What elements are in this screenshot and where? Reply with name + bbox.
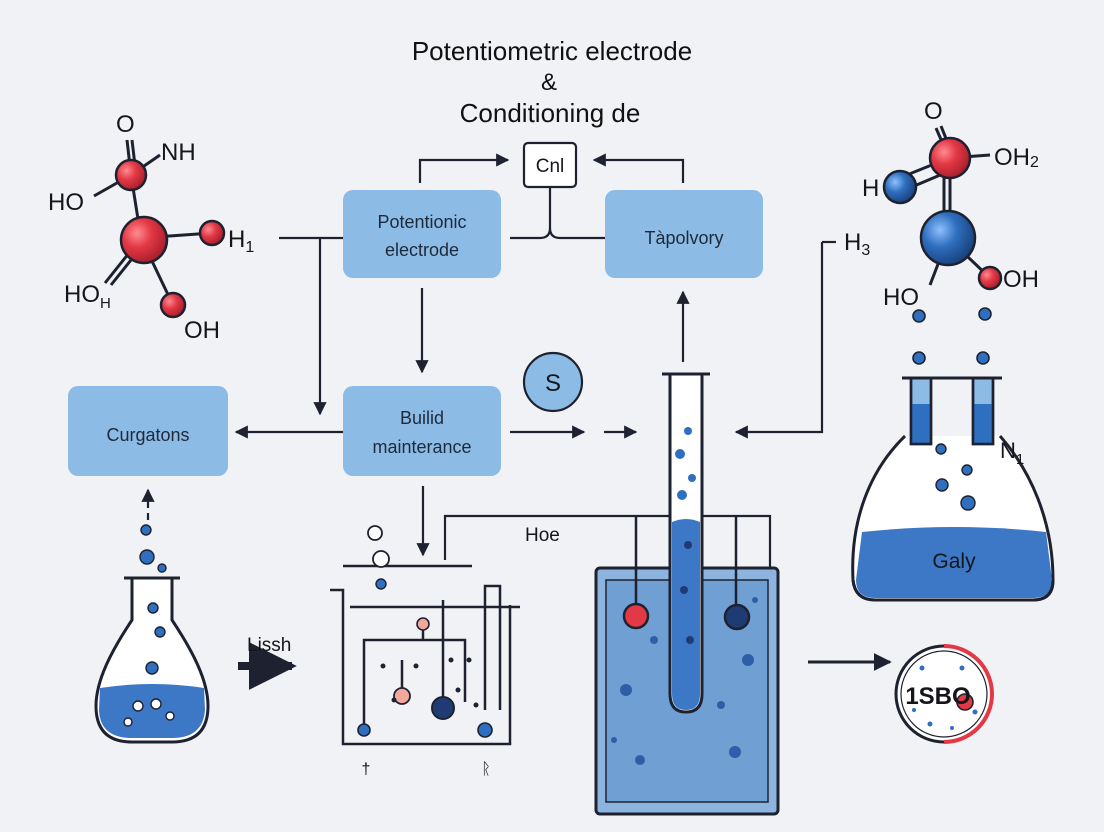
- build-line-2: mainterance: [372, 437, 471, 457]
- s-badge-label: S: [545, 370, 561, 397]
- flow-arrows: [141, 236, 892, 671]
- molecule-right: O OH2 H HO OH: [862, 98, 1039, 365]
- top-connectors: [418, 153, 685, 240]
- hoe-label: Hoe: [525, 525, 560, 546]
- title-line-1: Potentiometric electrode: [412, 36, 692, 66]
- left-atom-oh: OH: [184, 317, 220, 344]
- galy-flask: Galy N1: [851, 376, 1055, 602]
- right-atom-ho: HO: [883, 284, 919, 311]
- left-flask: [94, 524, 210, 744]
- diagram-title: Potentiometric electrode & Conditioning …: [412, 36, 692, 128]
- left-atom-nh: NH: [161, 139, 196, 166]
- beaker-mark-left: †: [362, 761, 371, 778]
- tapolvory-label: Tàpolvory: [644, 228, 723, 248]
- box-curgatons: Curgatons: [68, 386, 228, 476]
- s-badge: S: [522, 351, 584, 413]
- lissh-label: Lissh: [247, 635, 291, 656]
- potentionic-line-2: electrode: [385, 240, 459, 260]
- box-build-maintenance: Builid mainterance: [343, 386, 501, 476]
- right-atom-h: H: [862, 175, 879, 202]
- title-line-3: Conditioning de: [460, 98, 641, 128]
- left-atom-hoh: HOH: [64, 281, 111, 312]
- h3-label: H3: [844, 229, 870, 259]
- cnl-node: Cnl: [522, 141, 578, 189]
- right-atom-o: O: [924, 98, 943, 125]
- box-potentionic-electrode: Potentionic electrode: [343, 190, 501, 278]
- build-line-1: Builid: [400, 408, 444, 428]
- box-tapolvory: Tàpolvory: [605, 190, 763, 278]
- n1-label: N1: [1000, 438, 1024, 468]
- cnl-label: Cnl: [536, 156, 565, 177]
- electrode-cell: [594, 372, 780, 816]
- left-atom-ho: HO: [48, 189, 84, 216]
- right-atom-oh2: OH2: [994, 144, 1039, 171]
- isbo-sensor: 1SBO: [894, 644, 994, 744]
- beaker-mark-right: ᚱ: [481, 761, 491, 778]
- isbo-label: 1SBO: [905, 683, 970, 710]
- curgatons-label: Curgatons: [106, 425, 189, 445]
- potentionic-line-1: Potentionic: [377, 212, 466, 232]
- middle-beaker: † ᚱ: [330, 525, 520, 778]
- galy-label: Galy: [932, 550, 976, 573]
- left-atom-o: O: [116, 111, 135, 138]
- molecule-left: O NH HO H1 HOH OH: [48, 111, 254, 344]
- right-atom-oh: OH: [1003, 266, 1039, 293]
- left-atom-h1: H1: [228, 226, 254, 256]
- title-line-2: &: [541, 69, 557, 96]
